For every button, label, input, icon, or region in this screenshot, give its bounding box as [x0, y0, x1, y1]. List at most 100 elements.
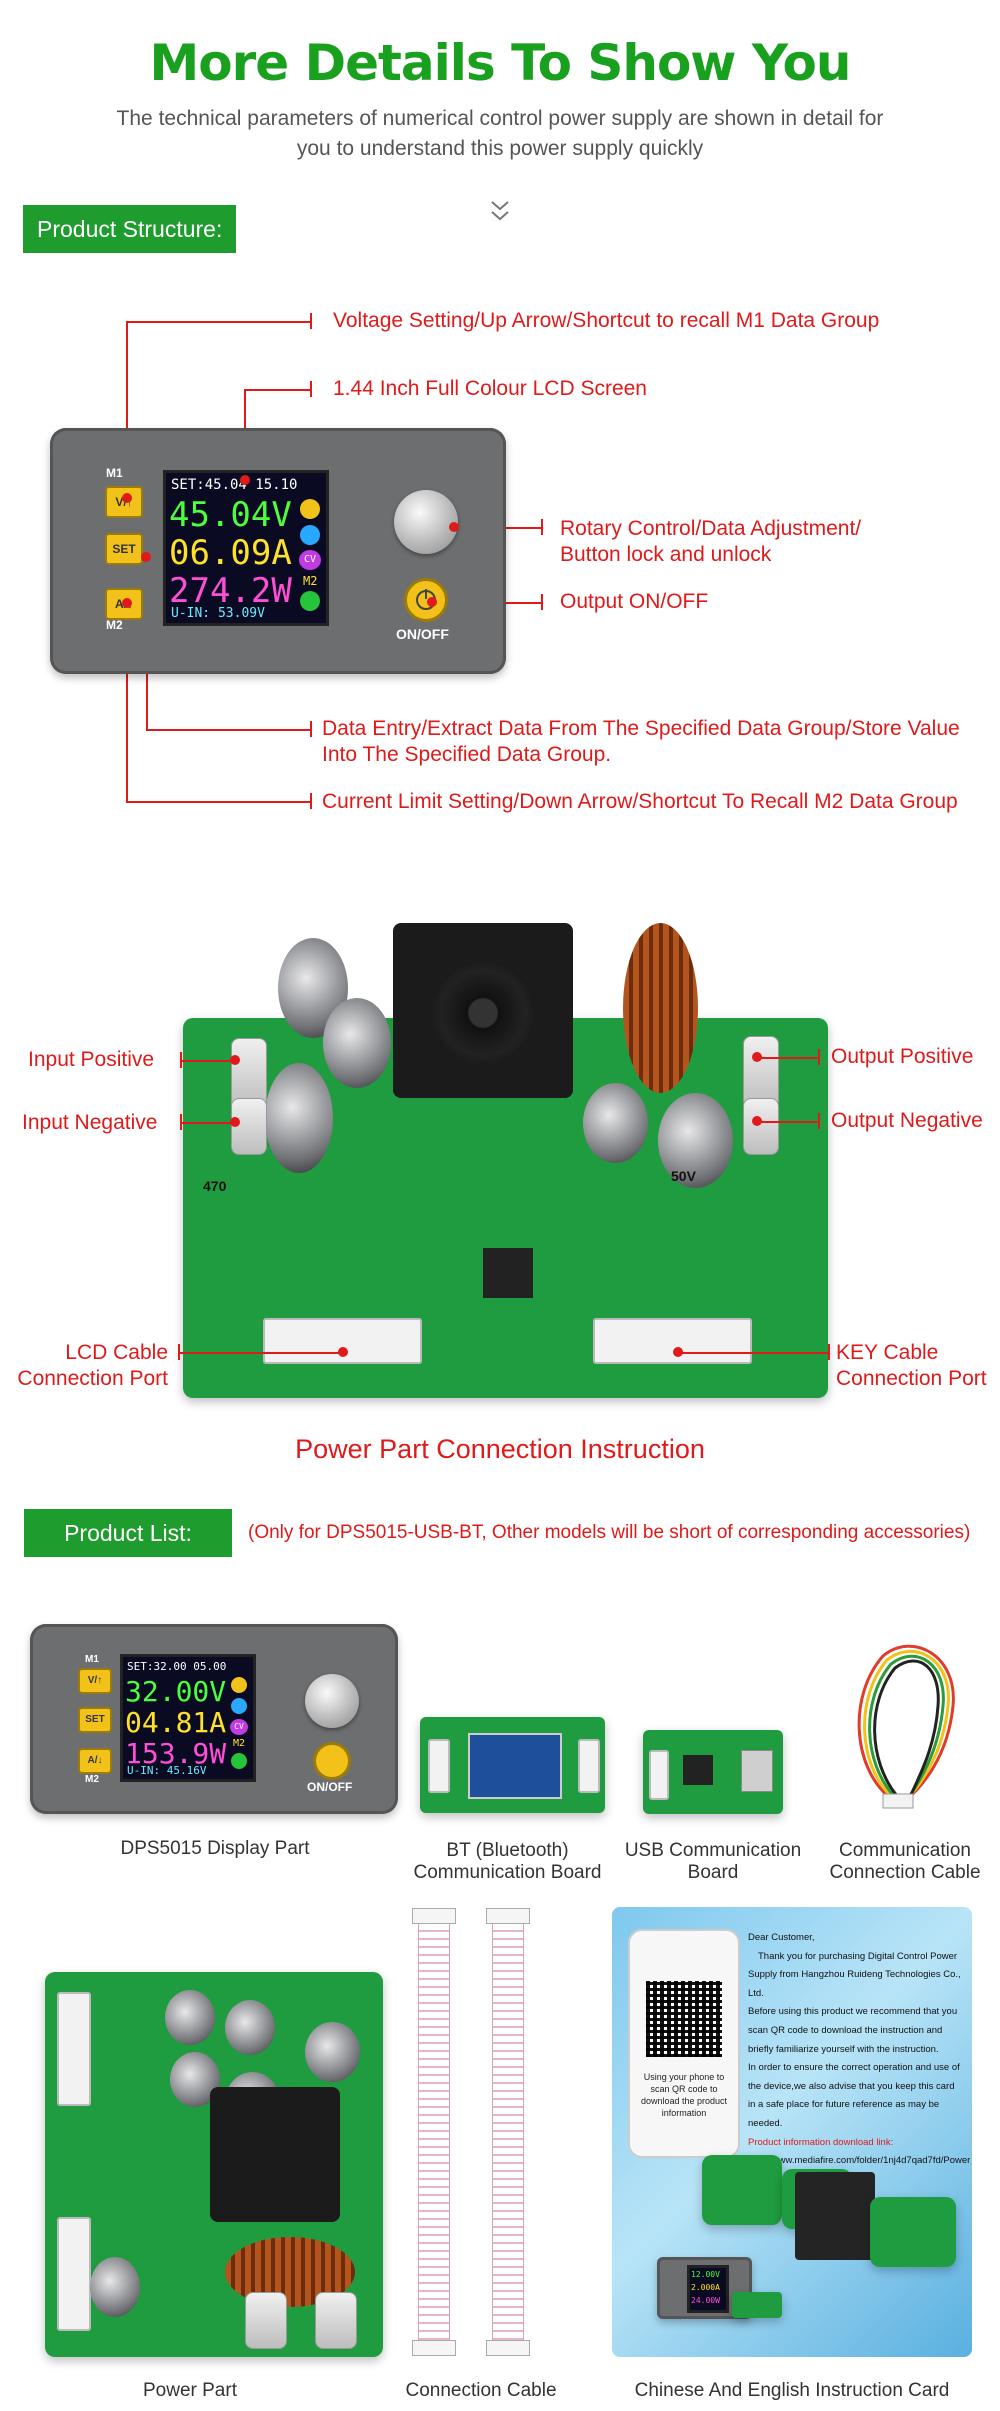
lcd-power: 153.9W [125, 1737, 227, 1770]
card-link-url: http://www.mediafire.com/folder/1nj4d7qa… [748, 2155, 971, 2167]
callout-line [146, 729, 311, 731]
item-caption-power-part: Power Part [143, 2380, 237, 2401]
bt-connector [578, 1739, 600, 1793]
page-subtitle: The technical parameters of numerical co… [116, 107, 884, 160]
voltage-up-button: V/↑ [78, 1668, 112, 1694]
callout-tick [180, 1052, 182, 1068]
callout-rotary-control: Rotary Control/Data Adjustment/ Button l… [560, 517, 862, 566]
label-output-negative: Output Negative [831, 1109, 983, 1132]
terminal [245, 2292, 287, 2349]
collage-lcd: 12.00V 2.000A 24.00W [687, 2265, 729, 2313]
power-part-image [45, 1972, 383, 2357]
item-caption-comm-cable: Communication Connection Cable [829, 1840, 981, 1883]
label-lcd-cable-port: LCD Cable Connection Port [17, 1341, 168, 1390]
current-down-button: A/↓ [78, 1748, 112, 1774]
callout-dot [230, 1117, 240, 1127]
m1-label: M1 [85, 1654, 99, 1665]
lcd-voltage: 32.00V [125, 1675, 227, 1708]
onoff-label: ON/OFF [307, 1780, 353, 1794]
check-icon [300, 525, 320, 545]
fan-blades [433, 963, 533, 1063]
item-caption-usb-board: USB Communication Board [624, 1840, 802, 1883]
collage-bt-board [732, 2292, 782, 2318]
callout-dot [230, 1055, 240, 1065]
usb-board-image [643, 1730, 783, 1814]
item-caption-display-part: DPS5015 Display Part [120, 1838, 310, 1859]
product-list-label: Product List: [24, 1509, 232, 1557]
card-link-label: Product information download link: [748, 2136, 894, 2148]
callout-tick [828, 1344, 830, 1360]
callout-tick [178, 1344, 180, 1360]
cable-plug [486, 1908, 530, 1924]
callout-dot [240, 475, 250, 485]
lock-icon [300, 499, 320, 519]
card-letter: Dear Customer, Thank you for purchasing … [748, 1929, 970, 2171]
bt-connector [428, 1739, 450, 1793]
capacitor [658, 1093, 733, 1188]
usb-chip [683, 1755, 713, 1785]
collage-lcd-line: 24.00W [691, 2296, 720, 2305]
power-part-caption: Power Part Connection Instruction [295, 1434, 705, 1464]
dps-display-device: M1 V/↑ SET A/↓ M2 SET:45.04 15.10 45.04V… [50, 428, 506, 674]
callout-line [757, 1057, 819, 1059]
terminal [315, 2292, 357, 2349]
collage-board [870, 2197, 956, 2267]
label-input-positive: Input Positive [28, 1048, 155, 1071]
callout-tick [310, 721, 312, 737]
callout-line [678, 1352, 828, 1354]
lcd-power: 274.2W [169, 571, 292, 611]
callout-tick [310, 793, 312, 809]
collage-lcd-line: 12.00V [691, 2270, 720, 2279]
card-body-line: Before using this product we recommend t… [748, 2006, 958, 2018]
callout-line [126, 321, 128, 486]
callout-dot [141, 552, 151, 562]
card-body-line: Supply from Hangzhou Ruideng Technologie… [748, 1969, 961, 1999]
lcd-voltage: 45.04V [169, 495, 292, 535]
output-onoff-button[interactable] [404, 578, 448, 622]
power-symbol-icon [416, 589, 436, 610]
lcd-screen: SET:45.04 15.10 45.04V 06.09A 274.2W U-I… [163, 470, 329, 626]
power-icon [231, 1753, 247, 1769]
card-body-line: the device,we also advise that you keep … [748, 2080, 955, 2092]
lcd-current: 06.09A [169, 533, 292, 573]
item-caption-bt-board: BT (Bluetooth) Communication Board [413, 1840, 602, 1883]
capacitor [305, 2022, 360, 2082]
lcd-set-line: SET:45.04 15.10 [171, 477, 298, 493]
callout-tick [310, 313, 312, 329]
output-negative-terminal [743, 1098, 779, 1155]
connection-cable-image [418, 1915, 450, 2347]
lcd-input-voltage: U-IN: 53.09V [171, 606, 265, 621]
callout-line [244, 389, 311, 391]
card-body-line: scan QR code to download the instruction… [748, 2024, 943, 2036]
capacitor [265, 1063, 333, 1173]
m1-label: M1 [106, 466, 123, 480]
inductor-label: 470 [203, 1178, 227, 1194]
product-structure-label: Product Structure: [23, 205, 237, 253]
callout-output-onoff: Output ON/OFF [560, 590, 709, 613]
callout-dot [752, 1116, 762, 1126]
voltage-up-button[interactable]: V/↑ [105, 486, 143, 518]
card-greeting: Dear Customer, [748, 1932, 815, 1943]
collage-board [702, 2155, 782, 2225]
lcd-set-line: SET:32.00 05.00 [127, 1660, 227, 1673]
cv-indicator: CV [299, 550, 321, 570]
capacitor-label: 50V [671, 1168, 696, 1184]
card-body-line: Thank you for purchasing Digital Control… [758, 1950, 958, 1962]
instruction-card-image: Using your phone to scan QR code to down… [612, 1907, 972, 2357]
callout-current-limit: Current Limit Setting/Down Arrow/Shortcu… [322, 790, 958, 813]
lcd-input-voltage: U-IN: 45.16V [127, 1764, 207, 1777]
rotary-knob[interactable] [394, 490, 458, 554]
phone-text: Using your phone to scan QR code to down… [640, 2072, 728, 2118]
callout-tick [818, 1049, 820, 1065]
callout-dot [673, 1347, 683, 1357]
rotary-knob [305, 1674, 359, 1728]
set-button[interactable]: SET [105, 533, 143, 565]
callout-line [180, 1122, 235, 1124]
microcontroller-chip [483, 1248, 533, 1298]
connector [57, 1992, 91, 2106]
m2-indicator: M2 [233, 1738, 246, 1749]
callout-dot [338, 1347, 348, 1357]
connection-cable-image [492, 1915, 524, 2347]
cooling-fan [210, 2087, 340, 2222]
callout-line [178, 1352, 343, 1354]
